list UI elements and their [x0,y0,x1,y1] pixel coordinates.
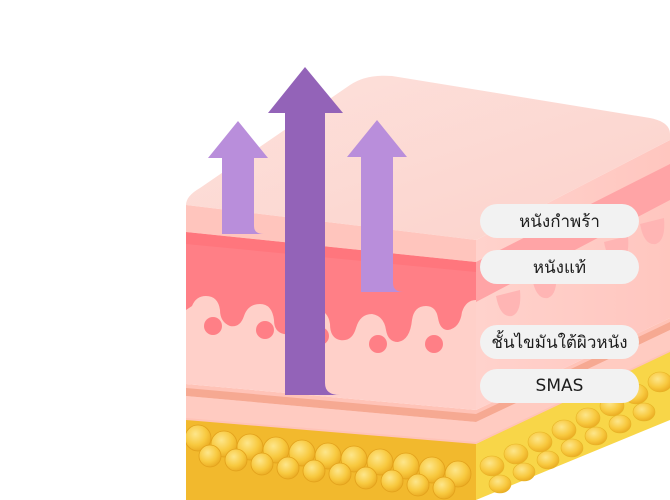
label-epidermis-text: หนังกำพร้า [519,211,600,232]
label-smas-text: SMAS [535,376,584,396]
label-epidermis: หนังกำพร้า [480,204,639,238]
fat-layer [186,350,670,500]
label-subcutaneous-fat: ชั้นไขมันใต้ผิวหนัง [480,325,639,359]
label-dermis: หนังแท้ [480,250,639,284]
right-up-arrow [347,120,407,292]
left-up-arrow [208,121,268,234]
label-smas: SMAS [480,369,639,403]
label-subcutaneous-fat-text: ชั้นไขมันใต้ผิวหนัง [491,332,628,353]
label-dermis-text: หนังแท้ [532,257,587,278]
front-face [186,205,476,410]
main-up-arrow [268,67,343,395]
